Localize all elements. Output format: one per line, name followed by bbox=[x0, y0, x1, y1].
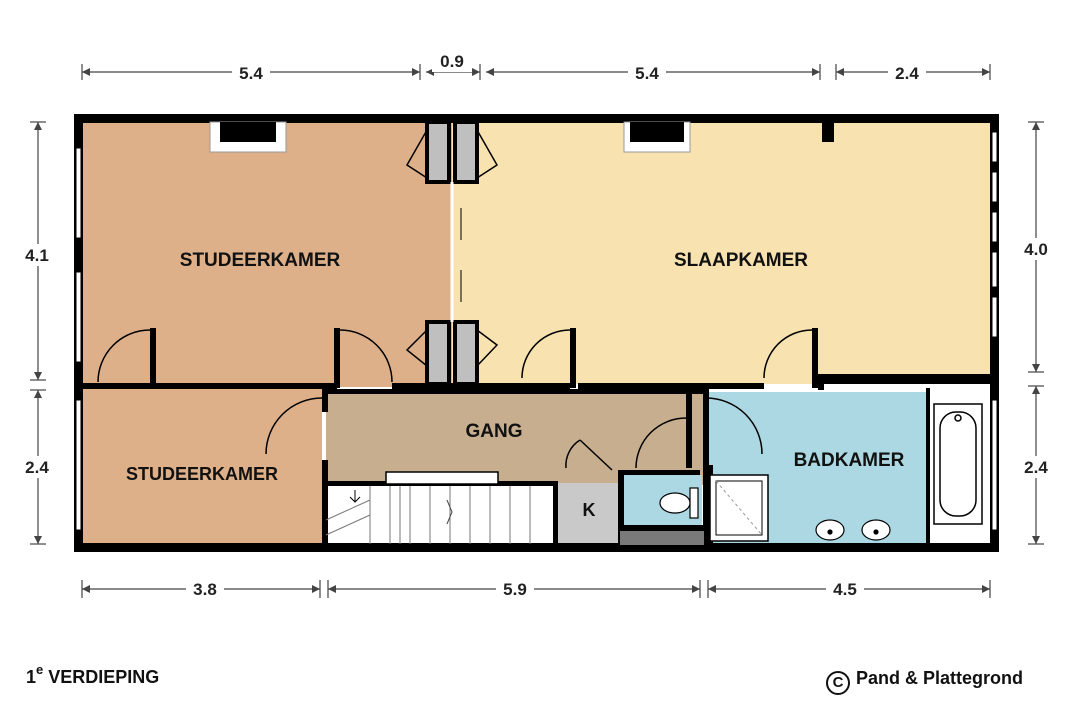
room-studeerkamer-top bbox=[82, 122, 452, 387]
copyright-credit: C Pand & Plattegrond bbox=[826, 668, 1023, 695]
dim-left-2: 2.4 bbox=[25, 458, 49, 477]
dim-bottom-2: 5.9 bbox=[503, 580, 527, 599]
floor-plan: 5.4 0.9 5.4 2.4 3.8 5.9 4.5 4.1 2.4 4.0 … bbox=[20, 50, 1054, 600]
dim-top-1: 5.4 bbox=[239, 64, 263, 83]
floor-superscript: e bbox=[36, 662, 44, 677]
bathtub-fixture bbox=[933, 403, 983, 525]
room-label-gang: GANG bbox=[466, 421, 523, 442]
room-label-kast: K bbox=[583, 500, 596, 520]
room-kast bbox=[557, 483, 621, 543]
sink-fixtures bbox=[815, 519, 891, 541]
partition-pillars bbox=[405, 120, 499, 386]
room-label-studeerkamer-bottom: STUDEERKAMER bbox=[126, 464, 278, 484]
floor-number: 1 bbox=[26, 667, 37, 687]
dimension-label-backgrounds bbox=[20, 50, 1054, 600]
room-label-slaapkamer: SLAAPKAMER bbox=[674, 250, 808, 271]
room-label-studeerkamer-top: STUDEERKAMER bbox=[180, 250, 341, 271]
copyright-icon: C bbox=[826, 671, 850, 695]
dim-bottom-1: 3.8 bbox=[193, 580, 217, 599]
toilet-fixture bbox=[659, 487, 699, 519]
dim-top-4: 2.4 bbox=[895, 64, 919, 83]
dim-bottom-3: 4.5 bbox=[833, 580, 857, 599]
dim-left-1: 4.1 bbox=[25, 246, 49, 265]
floor-label: 1e VERDIEPING bbox=[26, 662, 160, 688]
door-swings bbox=[97, 329, 813, 471]
staircase bbox=[325, 471, 531, 544]
dim-top-3: 5.4 bbox=[635, 64, 659, 83]
room-label-badkamer: BADKAMER bbox=[794, 450, 905, 471]
chimneys bbox=[209, 121, 834, 153]
credit-text: Pand & Plattegrond bbox=[856, 668, 1024, 688]
windows bbox=[75, 131, 998, 531]
dim-right-1: 4.0 bbox=[1024, 240, 1048, 259]
room-stairs bbox=[326, 486, 556, 544]
dim-top-2: 0.9 bbox=[440, 52, 464, 71]
shower-fixture bbox=[709, 474, 769, 542]
dim-right-2: 2.4 bbox=[1024, 458, 1048, 477]
room-gang bbox=[326, 393, 703, 485]
room-slaapkamer bbox=[452, 122, 992, 384]
floor-word: VERDIEPING bbox=[48, 667, 160, 687]
